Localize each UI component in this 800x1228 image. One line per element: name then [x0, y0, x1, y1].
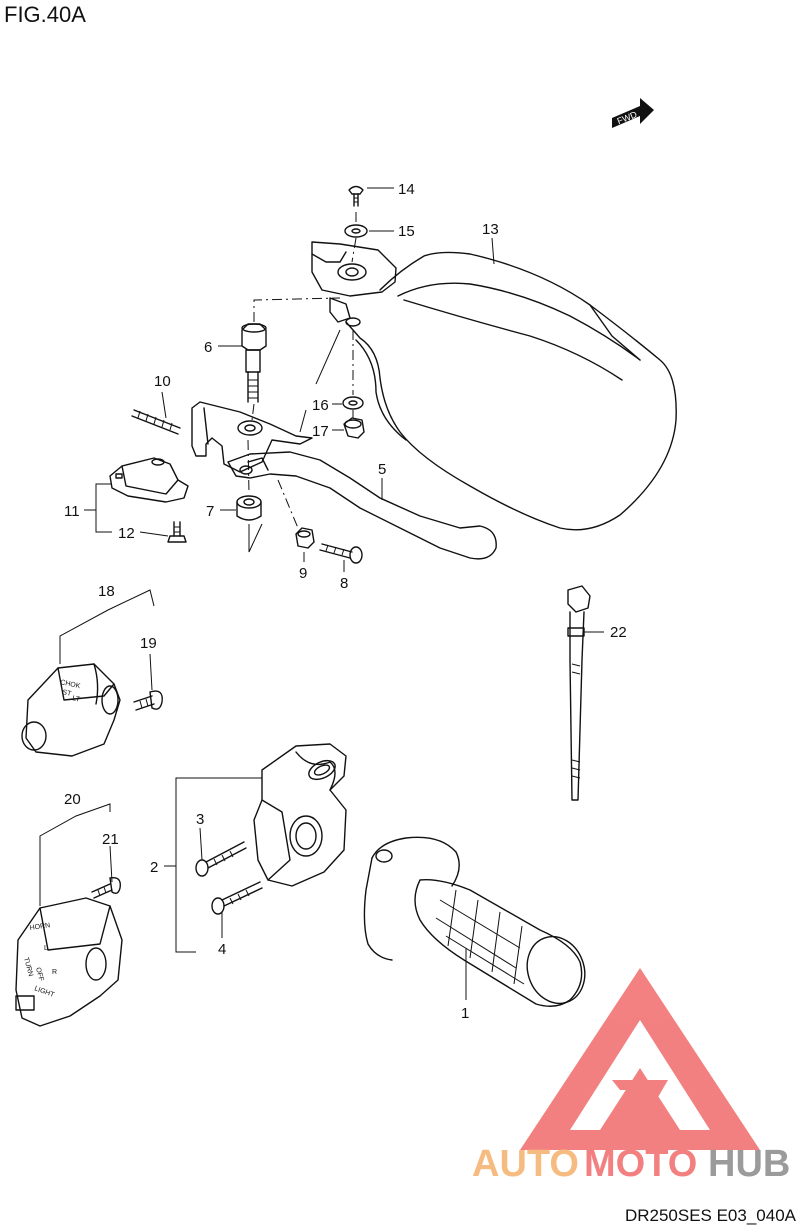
callout-6: 6: [204, 339, 212, 356]
callout-18: 18: [98, 583, 115, 600]
leader-lines: [39, 187, 604, 1000]
watermark-text-auto: AUTO: [472, 1143, 579, 1185]
callout-16: 16: [312, 397, 329, 414]
callout-12: 12: [118, 525, 135, 542]
callout-17: 17: [312, 423, 329, 440]
label-chok: CHOK: [60, 679, 82, 690]
part-22-cable-tie: [567, 585, 591, 801]
part-16-washer: [342, 396, 364, 410]
callout-20: 20: [64, 791, 81, 808]
label-r: R: [52, 969, 57, 976]
part-5-brake-lever: [227, 451, 497, 560]
callout-21: 21: [102, 831, 119, 848]
watermark-triangle: [520, 968, 760, 1150]
callout-14: 14: [398, 181, 415, 198]
part-3-screw: [195, 841, 247, 877]
handlebar-switch-labels: HORN TURN OFF L R LIGHT: [22, 922, 57, 999]
part-2-throttle-housing: [253, 743, 347, 887]
label-off: OFF: [34, 967, 44, 982]
label-st: ST: [62, 689, 73, 698]
part-4-screw: [211, 881, 263, 915]
callout-3: 3: [196, 811, 204, 828]
part-21-screw: [91, 877, 121, 899]
label-l: L: [44, 945, 48, 952]
label-horn: HORN: [29, 922, 50, 932]
callout-9: 9: [299, 565, 307, 582]
figure-title: FIG.40A: [4, 2, 86, 27]
automotohub-watermark-logo: AUTO MOTO HUB: [472, 968, 790, 1185]
callout-15: 15: [398, 223, 415, 240]
callout-2: 2: [150, 859, 158, 876]
part-6-pivot-bolt: [241, 323, 267, 403]
callout-5: 5: [378, 461, 386, 478]
part-1-handlebar-grip: [363, 836, 586, 1007]
callout-11: 11: [64, 503, 80, 520]
part-8-bolt: [319, 543, 363, 564]
label-light: LIGHT: [33, 985, 55, 999]
callout-13: 13: [482, 221, 499, 238]
part-7-collar-nut: [236, 495, 262, 521]
part-15-washer: [344, 224, 368, 238]
callout-labels: 1 2 3 4 5 6 7 8 9 10 11 12 13 14 15 16 1…: [64, 181, 627, 1022]
watermark-inner-mark: [612, 1080, 668, 1104]
choke-switch-labels: CHOK ST LT: [60, 679, 82, 704]
watermark-text-hub: HUB: [708, 1143, 790, 1185]
drawing-code: DR250SES E03_040A: [624, 1206, 796, 1225]
watermark-text-moto: MOTO: [584, 1143, 697, 1185]
part-13-hand-guard: [311, 241, 677, 531]
callout-7: 7: [206, 503, 214, 520]
assembly-lines: [247, 212, 357, 553]
callout-22: 22: [610, 624, 627, 641]
part-17-nut: [343, 417, 365, 439]
callout-19: 19: [140, 635, 157, 652]
callout-1: 1: [461, 1005, 469, 1022]
part-9-nut: [295, 527, 315, 549]
part-19-screw: [133, 690, 163, 711]
callout-10: 10: [154, 373, 171, 390]
part-18-choke-switch: CHOK ST LT: [21, 663, 121, 757]
callout-8: 8: [340, 575, 348, 592]
part-12-screw: [167, 521, 187, 543]
forward-arrow-icon: FWD: [612, 98, 654, 128]
label-turn: TURN: [22, 957, 34, 978]
part-20-handlebar-switch: HORN TURN OFF L R LIGHT: [15, 897, 123, 1027]
part-14-bolt: [348, 185, 364, 207]
part-10-adjuster-screw: [131, 409, 181, 435]
part-11-lever-switch: [109, 457, 189, 503]
fwd-label: FWD: [616, 109, 639, 126]
label-lt: LT: [72, 695, 82, 704]
callout-4: 4: [218, 941, 226, 958]
